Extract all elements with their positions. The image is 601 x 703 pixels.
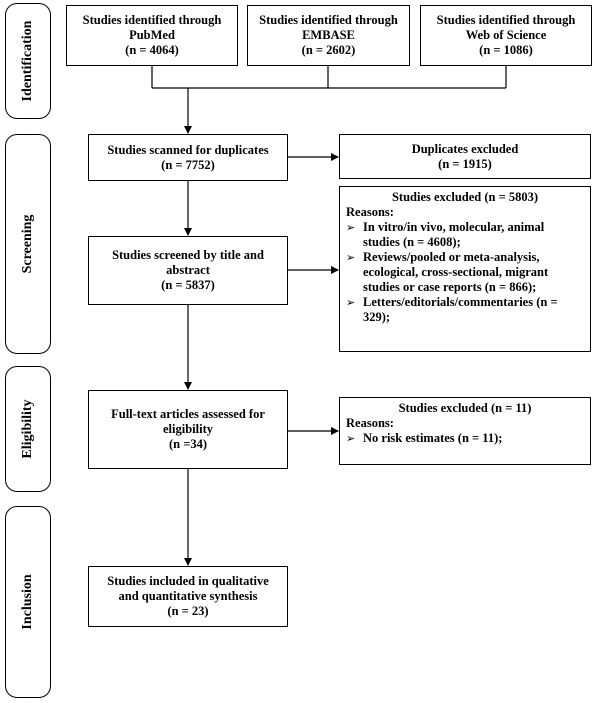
fulltext-line1: Full-text articles assessed for: [111, 407, 265, 421]
excluded-screening-title: Studies excluded (n = 5803): [391, 190, 539, 204]
identified-pubmed-box: Studies identified through PubMed (n = 4…: [66, 5, 238, 66]
fulltext-line2: eligibility: [163, 422, 213, 436]
phase-eligibility: Eligibility: [5, 366, 51, 492]
excluded-eligibility-title: Studies excluded (n = 11): [398, 401, 532, 415]
excluded-screening-reason: Letters/editorials/commentaries (n = 329…: [346, 295, 584, 325]
identified-embase-count: (n = 2602): [301, 43, 356, 57]
identified-pubmed-count: (n = 4064): [125, 43, 179, 57]
excluded-screening-reasons-label: Reasons:: [346, 205, 394, 219]
identified-wos-count: (n = 1086): [479, 43, 533, 57]
duplicates-count: (n = 1915): [438, 156, 492, 171]
scanned-box: Studies scanned for duplicates (n = 7752…: [88, 134, 288, 181]
identified-wos-box: Studies identified through Web of Scienc…: [420, 5, 592, 66]
included-line2: and quantitative synthesis: [118, 589, 258, 603]
fulltext-box: Full-text articles assessed for eligibil…: [88, 390, 288, 469]
phase-identification: Identification: [5, 3, 51, 119]
identified-embase-box: Studies identified through EMBASE (n = 2…: [247, 5, 410, 66]
identified-wos-line2: Web of Science: [465, 28, 547, 42]
duplicates-line1: Duplicates excluded: [411, 141, 519, 156]
identified-pubmed-line2: PubMed: [129, 28, 175, 42]
excluded-screening-reason: Reviews/pooled or meta-analysis, ecologi…: [346, 250, 584, 295]
excluded-eligibility-box: Studies excluded (n = 11) Reasons: No ri…: [339, 397, 591, 465]
excluded-eligibility-reasons-list: No risk estimates (n = 11);: [346, 431, 584, 446]
included-line1: Studies included in qualitative: [107, 574, 269, 588]
scanned-line1: Studies scanned for duplicates: [107, 142, 269, 157]
scanned-count: (n = 7752): [161, 157, 215, 172]
screened-box: Studies screened by title and abstract (…: [88, 236, 288, 305]
excluded-screening-box: Studies excluded (n = 5803) Reasons: In …: [339, 186, 591, 352]
phase-inclusion: Inclusion: [5, 506, 51, 698]
excluded-screening-reason: In vitro/in vivo, molecular, animal stud…: [346, 220, 584, 250]
identified-embase-line1: Studies identified through: [259, 13, 398, 27]
excluded-screening-reasons-list: In vitro/in vivo, molecular, animal stud…: [346, 220, 584, 325]
included-box: Studies included in qualitative and quan…: [88, 566, 288, 627]
fulltext-count: (n =34): [168, 437, 208, 451]
duplicates-box: Duplicates excluded (n = 1915): [339, 134, 591, 179]
screened-count: (n = 5837): [161, 278, 215, 292]
identified-wos-line1: Studies identified through: [436, 13, 576, 27]
phase-screening: Screening: [5, 134, 51, 354]
identified-pubmed-line1: Studies identified through: [82, 13, 222, 27]
identified-embase-line2: EMBASE: [302, 28, 355, 42]
screened-line1: Studies screened by title and: [112, 248, 264, 262]
included-count: (n = 23): [167, 604, 209, 618]
excluded-eligibility-reason: No risk estimates (n = 11);: [346, 431, 584, 446]
screened-line2: abstract: [166, 263, 210, 277]
excluded-eligibility-reasons-label: Reasons:: [346, 416, 394, 430]
